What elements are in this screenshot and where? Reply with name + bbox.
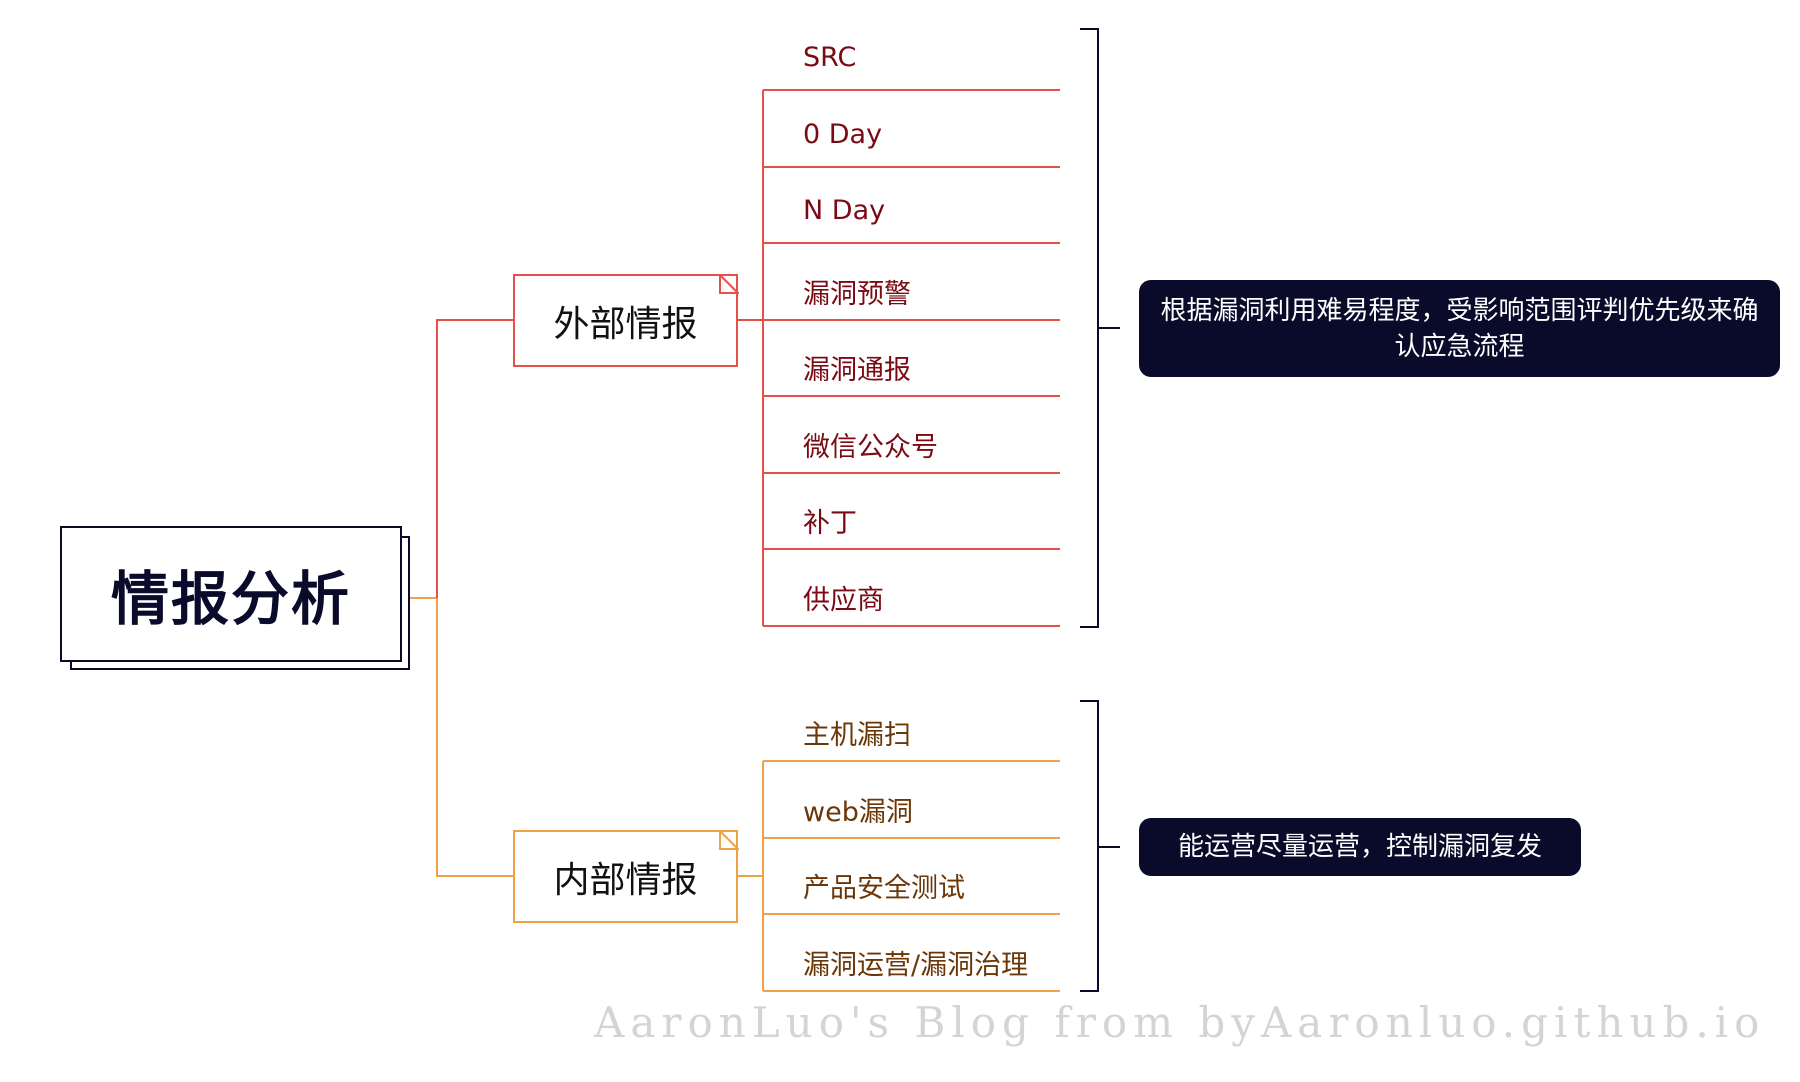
branch-node-internal: 内部情报: [513, 830, 738, 923]
note-internal-text: 能运营尽量运营，控制漏洞复发: [1177, 832, 1542, 862]
leaf-internal-web-vuln: web漏洞: [803, 797, 913, 828]
leaf-external-src: SRC: [803, 42, 857, 73]
internal-leaf-underlines: [763, 760, 1060, 992]
leaf-internal-product-test: 产品安全测试: [803, 873, 965, 904]
note-external: 根据漏洞利用难易程度，受影响范围评判优先级来确认应急流程: [1139, 280, 1780, 377]
connector-to-internal: [436, 598, 513, 877]
leaf-external-nday: N Day: [803, 195, 886, 226]
branch-node-external-label: 外部情报: [553, 303, 698, 345]
note-external-text: 根据漏洞利用难易程度，受影响范围评判优先级来确认应急流程: [1160, 295, 1759, 362]
note-internal: 能运营尽量运营，控制漏洞复发: [1139, 818, 1581, 876]
note-fold-icon: [719, 274, 739, 294]
branch-node-external: 外部情报: [513, 274, 738, 367]
external-leaf-underlines: [763, 89, 1060, 627]
internal-bracket: [1080, 700, 1120, 992]
leaf-external-vuln-alert: 漏洞预警: [803, 279, 911, 310]
leaf-internal-host-scan: 主机漏扫: [803, 720, 911, 751]
connector-to-external: [436, 319, 513, 598]
root-node-label: 情报分析: [110, 565, 351, 633]
leaf-external-patch: 补丁: [803, 508, 857, 539]
note-fold-icon: [719, 830, 739, 850]
leaf-internal-vuln-ops: 漏洞运营/漏洞治理: [803, 950, 1029, 981]
watermark: AaronLuo's Blog from byAaronluo.github.i…: [594, 998, 1766, 1047]
branch-node-internal-label: 内部情报: [553, 859, 698, 901]
leaf-external-vuln-bulletin: 漏洞通报: [803, 355, 911, 386]
external-bracket: [1080, 28, 1120, 628]
leaf-external-0day: 0 Day: [803, 119, 883, 150]
leaf-external-wechat: 微信公众号: [803, 432, 938, 463]
root-node: 情报分析: [60, 526, 402, 662]
leaf-external-supplier: 供应商: [803, 585, 884, 616]
